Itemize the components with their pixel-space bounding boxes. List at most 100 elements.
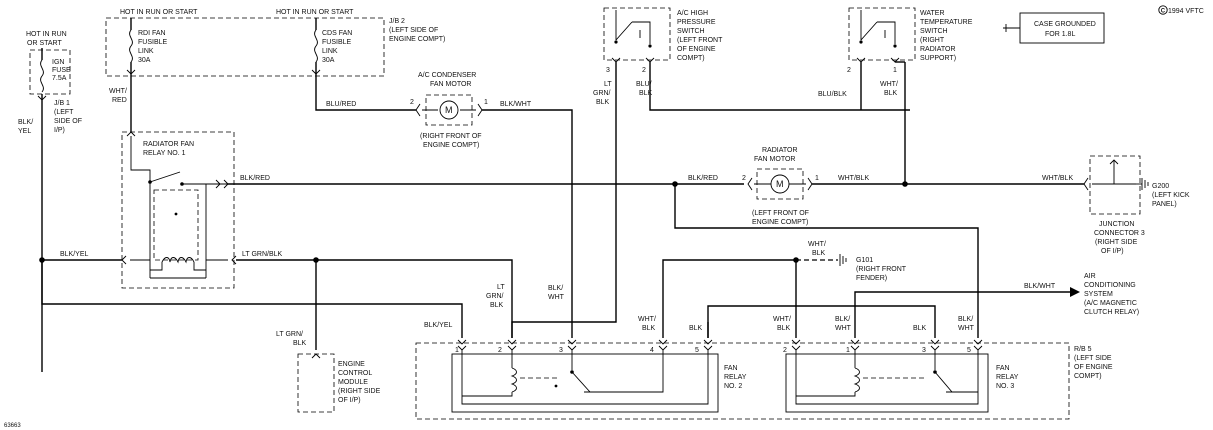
svg-text:RADIATOR: RADIATOR bbox=[762, 147, 798, 154]
blu-red-wire bbox=[315, 62, 416, 111]
svg-text:(LEFT FRONT OF: (LEFT FRONT OF bbox=[752, 210, 809, 217]
svg-text:BLK/: BLK/ bbox=[18, 119, 33, 126]
svg-text:OR START: OR START bbox=[27, 40, 62, 47]
blk-yel-rb-wire bbox=[41, 260, 463, 338]
blk-wht-condenser-wire bbox=[482, 109, 573, 338]
relay1-switch-arm bbox=[149, 171, 181, 183]
svg-text:IGN: IGN bbox=[52, 59, 64, 66]
svg-text:A/C CONDENSER: A/C CONDENSER bbox=[418, 72, 476, 79]
svg-text:R/B 5: R/B 5 bbox=[1074, 346, 1092, 353]
svg-text:J/B 1: J/B 1 bbox=[54, 100, 70, 107]
svg-text:BLK: BLK bbox=[490, 302, 504, 309]
svg-text:M: M bbox=[776, 179, 784, 189]
svg-text:SWITCH: SWITCH bbox=[677, 28, 705, 35]
case-grounded-note bbox=[1019, 12, 1105, 44]
svg-text:30A: 30A bbox=[322, 57, 335, 64]
svg-text:(LEFT: (LEFT bbox=[54, 109, 74, 116]
jb2-outline bbox=[105, 17, 385, 77]
svg-text:J/B 2: J/B 2 bbox=[389, 18, 405, 25]
svg-text:WHT/: WHT/ bbox=[109, 88, 127, 95]
wht-blk-g101-wire bbox=[662, 259, 795, 338]
svg-text:OF ENGINE: OF ENGINE bbox=[1074, 364, 1113, 371]
svg-text:BLK/: BLK/ bbox=[548, 285, 563, 292]
radiator-fan-relay-1-outline bbox=[121, 131, 235, 289]
svg-text:WHT/BLK: WHT/BLK bbox=[838, 175, 869, 182]
svg-text:WHT/: WHT/ bbox=[638, 316, 656, 323]
svg-text:BLK: BLK bbox=[689, 325, 703, 332]
svg-text:SIDE OF: SIDE OF bbox=[54, 118, 82, 125]
hot-in-run-label-top2: HOT IN RUN OR START bbox=[276, 9, 354, 16]
svg-text:SWITCH: SWITCH bbox=[920, 28, 948, 35]
svg-text:1: 1 bbox=[484, 99, 488, 106]
svg-text:BLK: BLK bbox=[812, 250, 826, 257]
svg-text:BLK/RED: BLK/RED bbox=[688, 175, 718, 182]
radiator-fan-motor-icon bbox=[770, 174, 790, 194]
svg-text:ENGINE COMPT): ENGINE COMPT) bbox=[752, 219, 808, 226]
svg-text:RED: RED bbox=[112, 97, 127, 104]
svg-text:FAN MOTOR: FAN MOTOR bbox=[754, 156, 795, 163]
svg-text:NO. 3: NO. 3 bbox=[996, 383, 1014, 390]
svg-text:RELAY: RELAY bbox=[724, 374, 747, 381]
svg-text:ENGINE COMPT): ENGINE COMPT) bbox=[389, 36, 445, 43]
svg-text:CDS FAN: CDS FAN bbox=[322, 30, 352, 37]
svg-text:5: 5 bbox=[695, 347, 699, 354]
svg-text:OF I/P): OF I/P) bbox=[1101, 248, 1124, 255]
svg-text:RADIATOR: RADIATOR bbox=[920, 46, 956, 53]
svg-text:A/C HIGH: A/C HIGH bbox=[677, 10, 708, 17]
svg-text:BLK: BLK bbox=[777, 325, 791, 332]
svg-text:SUPPORT): SUPPORT) bbox=[920, 55, 956, 62]
svg-text:BLK/RED: BLK/RED bbox=[240, 175, 270, 182]
svg-text:BLK/WHT: BLK/WHT bbox=[1024, 283, 1056, 290]
relay1-coil bbox=[161, 257, 195, 264]
svg-text:WHT: WHT bbox=[548, 294, 565, 301]
svg-text:FUSE: FUSE bbox=[52, 67, 71, 74]
svg-text:WHT/BLK: WHT/BLK bbox=[1042, 175, 1073, 182]
cds-fusible-link-symbol bbox=[314, 29, 318, 63]
copyright-icon bbox=[1158, 5, 1168, 15]
copyright-text: 1994 VFTC bbox=[1168, 8, 1204, 15]
svg-text:(LEFT SIDE: (LEFT SIDE bbox=[1074, 355, 1112, 362]
svg-text:BLU/: BLU/ bbox=[636, 81, 652, 88]
svg-text:RADIATOR FAN: RADIATOR FAN bbox=[143, 141, 194, 148]
svg-text:BLK/YEL: BLK/YEL bbox=[424, 322, 453, 329]
svg-text:FAN MOTOR: FAN MOTOR bbox=[430, 81, 471, 88]
svg-text:CASE GROUNDED: CASE GROUNDED bbox=[1034, 21, 1096, 28]
svg-text:OF ENGINE: OF ENGINE bbox=[677, 46, 716, 53]
rb5-outline bbox=[415, 342, 1070, 420]
copyright-mark: C 1994 VFTC bbox=[1158, 5, 1204, 15]
ac-condenser-fan-motor-icon bbox=[439, 100, 459, 120]
svg-text:RELAY NO. 1: RELAY NO. 1 bbox=[143, 150, 186, 157]
relay3-coil bbox=[853, 367, 860, 393]
relay3-switch-arm bbox=[934, 371, 953, 393]
svg-text:1: 1 bbox=[455, 347, 459, 354]
svg-text:BLK: BLK bbox=[913, 325, 927, 332]
svg-text:7.5A: 7.5A bbox=[52, 75, 67, 82]
svg-text:WHT: WHT bbox=[835, 325, 852, 332]
svg-text:1: 1 bbox=[846, 347, 850, 354]
svg-text:BLK/: BLK/ bbox=[835, 316, 850, 323]
svg-text:YEL: YEL bbox=[18, 128, 31, 135]
svg-text:COMPT): COMPT) bbox=[677, 55, 705, 62]
svg-text:FAN: FAN bbox=[724, 365, 738, 372]
ign-fuse-symbol bbox=[40, 59, 44, 93]
svg-text:3: 3 bbox=[559, 347, 563, 354]
svg-text:(RIGHT FRONT OF: (RIGHT FRONT OF bbox=[420, 133, 482, 140]
svg-text:BLK: BLK bbox=[293, 340, 307, 347]
svg-text:FOR 1.8L: FOR 1.8L bbox=[1045, 31, 1075, 38]
svg-text:LT GRN/BLK: LT GRN/BLK bbox=[242, 251, 283, 258]
svg-text:3: 3 bbox=[922, 347, 926, 354]
svg-text:M: M bbox=[445, 105, 453, 115]
svg-text:C: C bbox=[1161, 8, 1166, 14]
fan-relay-2: 1 2 3 4 5 FAN RELAY NO. 2 bbox=[451, 339, 747, 413]
svg-text:PRESSURE: PRESSURE bbox=[677, 19, 716, 26]
svg-text:1: 1 bbox=[815, 175, 819, 182]
svg-text:BLK: BLK bbox=[596, 99, 610, 106]
svg-text:ENGINE: ENGINE bbox=[338, 361, 365, 368]
ecm-outline bbox=[297, 353, 335, 413]
blu-blk-switch-wire bbox=[649, 62, 910, 111]
svg-text:BLU/BLK: BLU/BLK bbox=[818, 91, 847, 98]
fan-relay-3: 2 1 3 5 FAN RELAY NO. 3 bbox=[783, 339, 1019, 413]
figure-id: 63663 bbox=[4, 423, 21, 429]
svg-text:2: 2 bbox=[410, 99, 414, 106]
